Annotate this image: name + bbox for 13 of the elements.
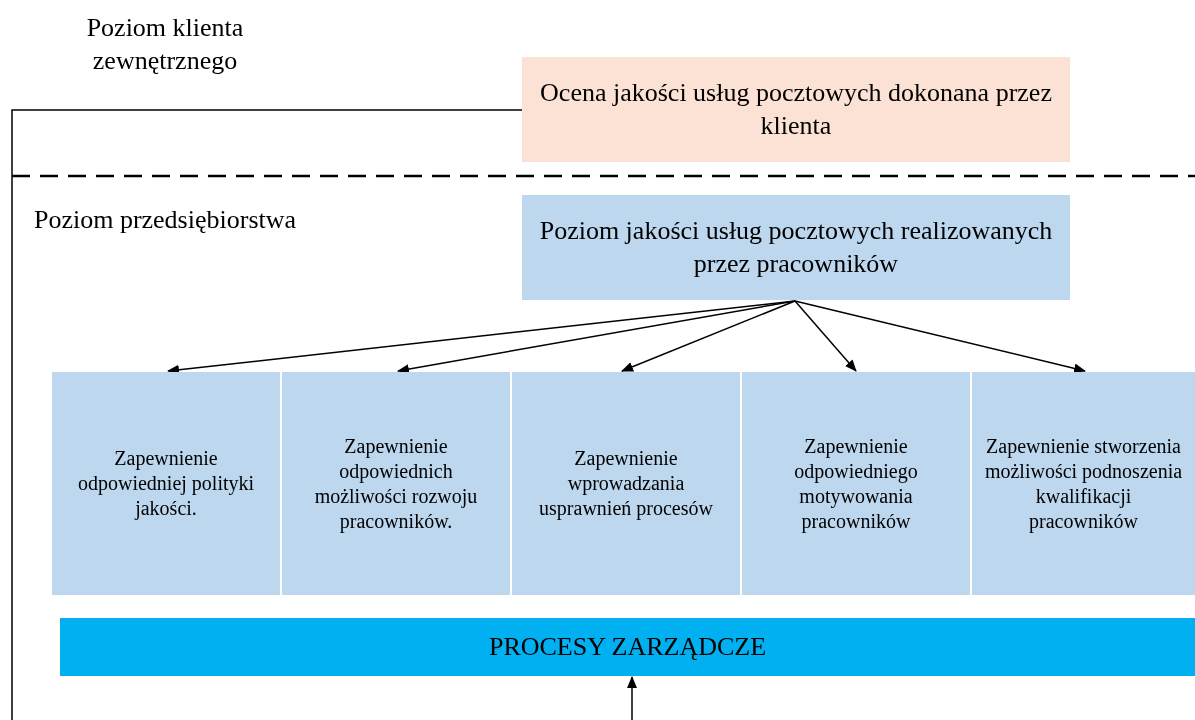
arrow <box>794 300 857 372</box>
process-box: PROCESY ZARZĄDCZE <box>60 618 1195 676</box>
process-box: Zapewnienie wprowadzania usprawnień procesów <box>512 372 740 595</box>
arrow <box>621 300 796 372</box>
process-box: Ocena jakości usług pocztowych dokonana przez klienta <box>522 57 1070 162</box>
arrow <box>397 300 796 374</box>
process-box: Poziom jakości usług pocztowych realizowanych przez pracowników <box>522 195 1070 300</box>
process-box: Zapewnienie odpowiedniego motywowania pracowników <box>742 372 970 595</box>
arrow <box>627 676 637 720</box>
process-box: Zapewnienie odpowiednich możliwości rozwoju pracowników. <box>282 372 510 595</box>
process-box: Zapewnienie stworzenia możliwości podnoszenia kwalifikacji pracowników <box>972 372 1195 595</box>
arrow <box>794 300 1086 374</box>
process-box: Zapewnienie odpowiedniej polityki jakości. <box>52 372 280 595</box>
